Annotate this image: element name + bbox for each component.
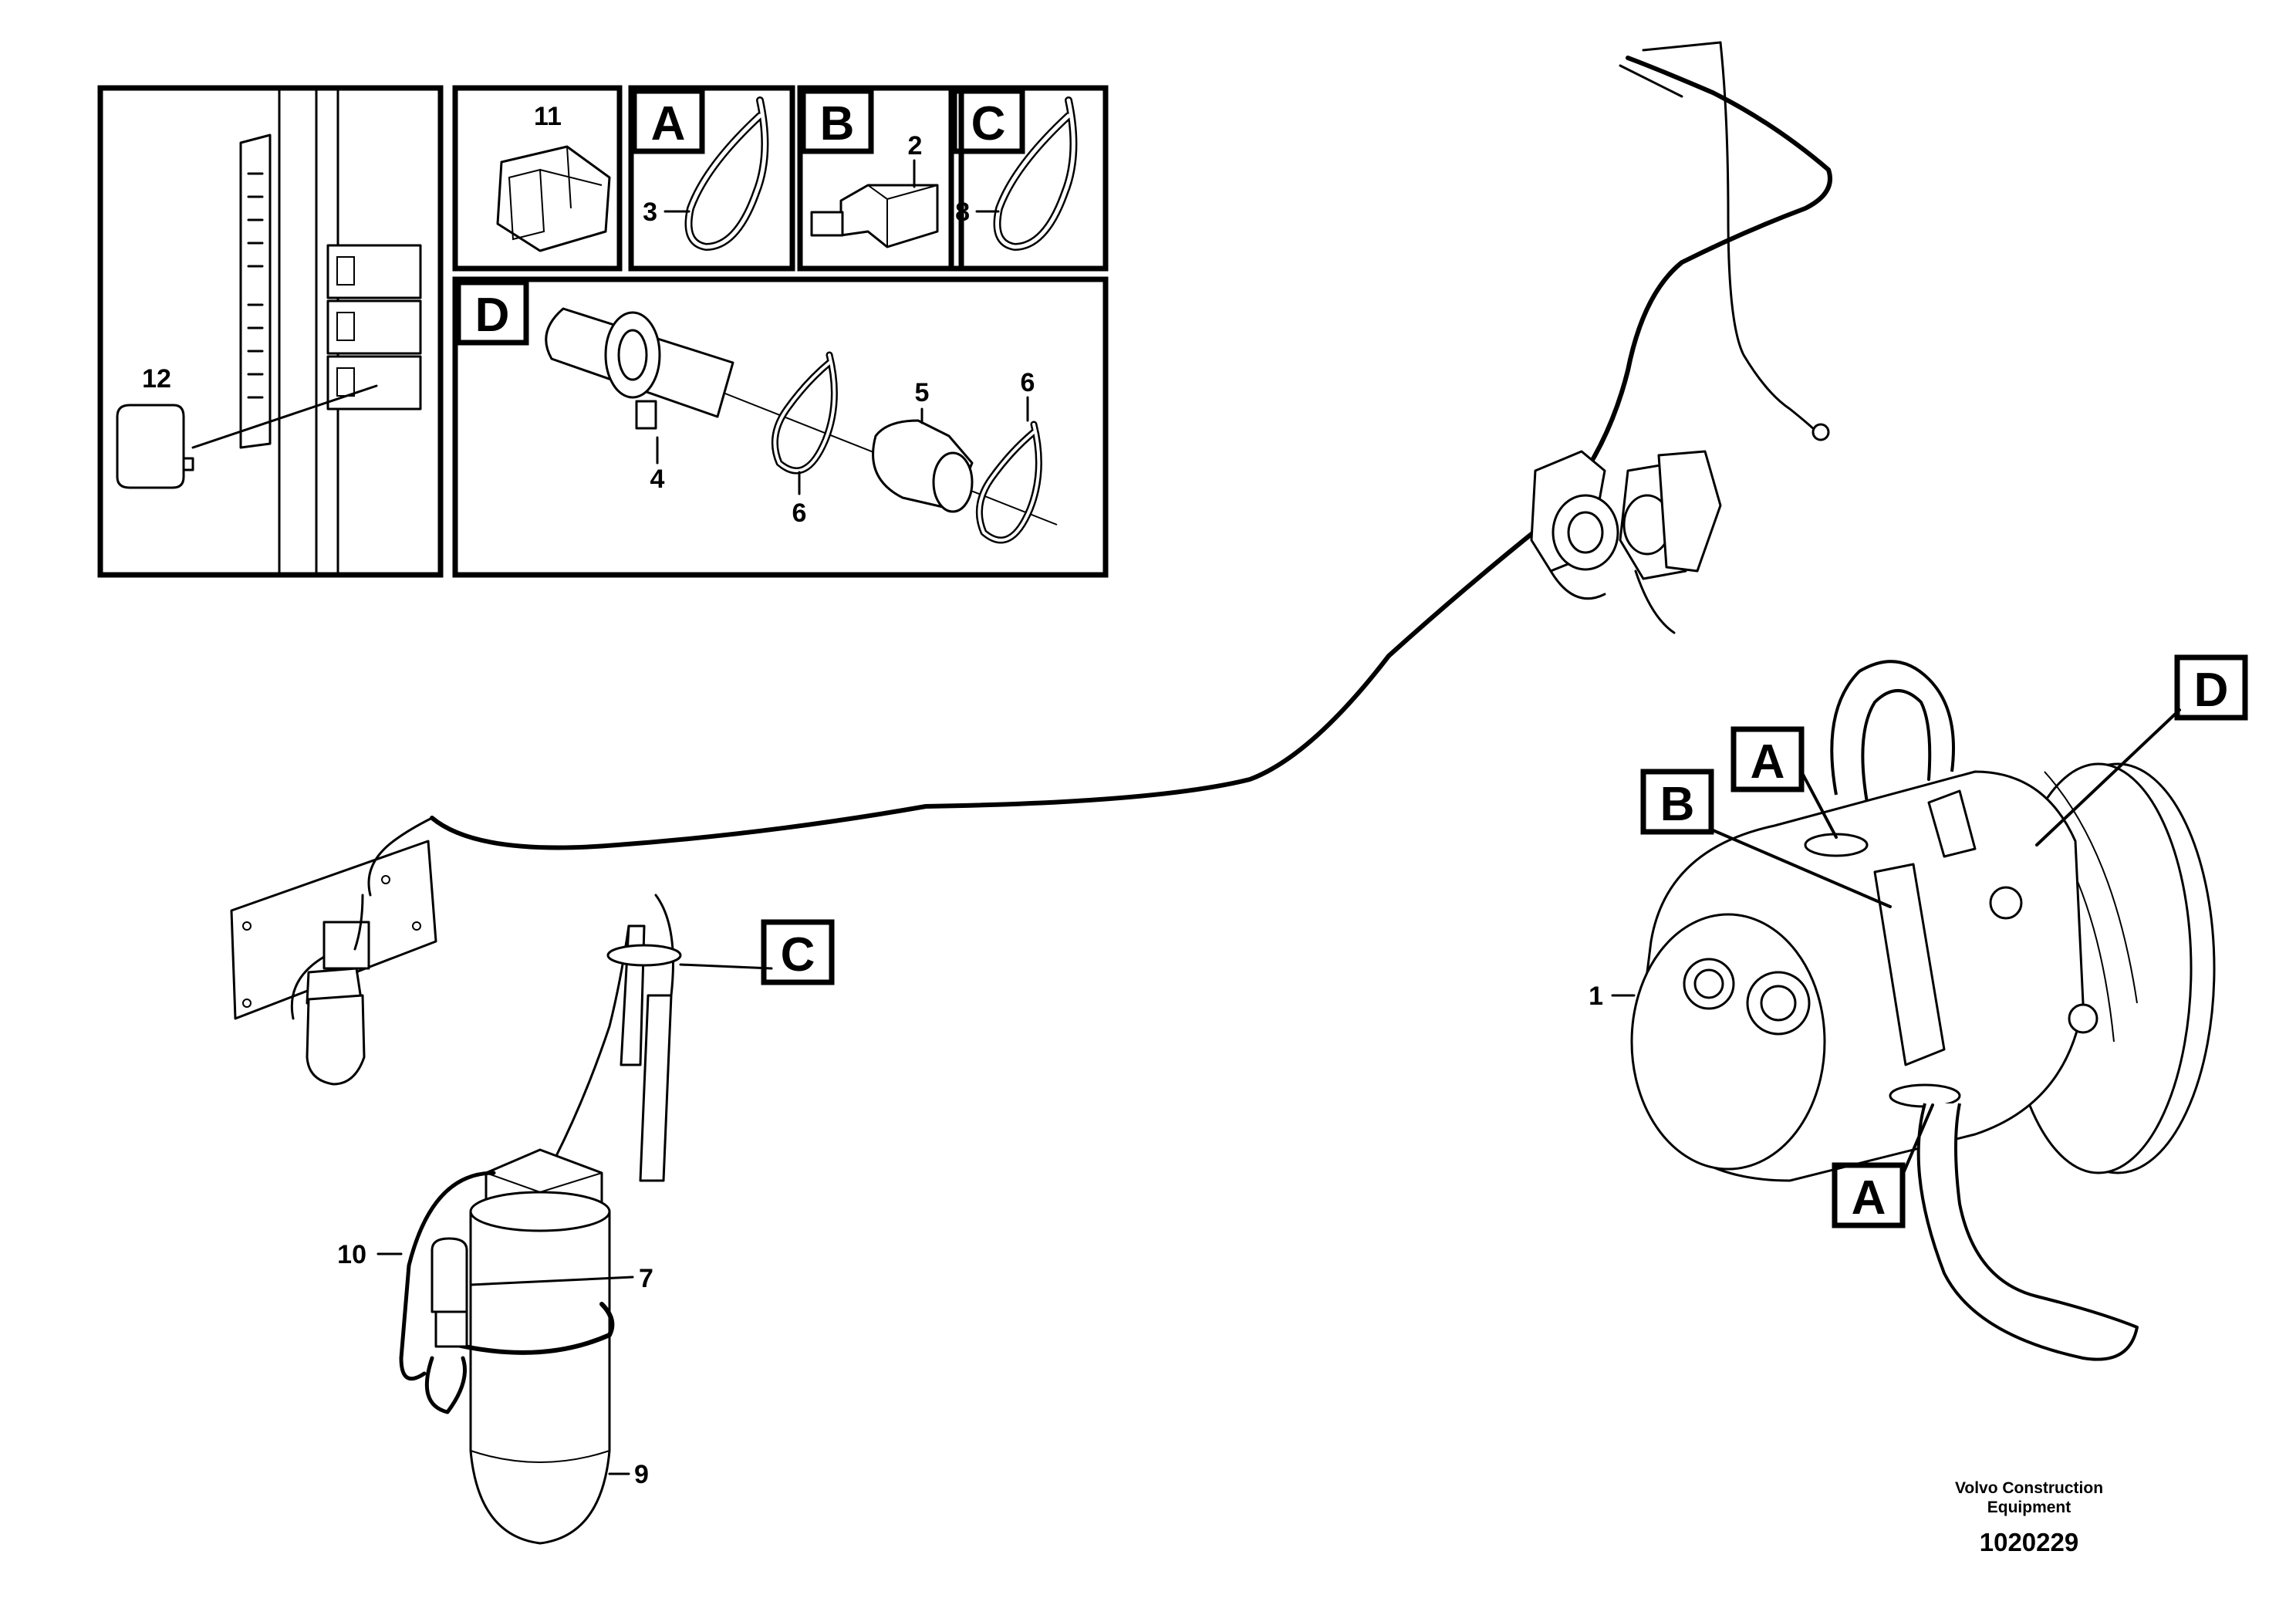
- compressor: 1: [1589, 660, 2216, 1361]
- boot-part-2: [839, 184, 939, 248]
- switch-detail: 11: [452, 85, 623, 272]
- main-label-d: D: [2194, 664, 2229, 717]
- callout-6-left: 6: [792, 498, 807, 528]
- main-label-b-group: B: [1640, 769, 1714, 835]
- callout-2: 2: [908, 131, 923, 161]
- detail-c: C 8: [948, 85, 1109, 272]
- callout-1: 1: [1589, 982, 1603, 1011]
- bracket-assembly: [230, 816, 437, 1086]
- detail-label-c: C: [971, 97, 1006, 150]
- switch-part-11: [496, 145, 611, 252]
- main-label-a-bottom-group: A: [1832, 1162, 1906, 1228]
- drawing-number: 1020229: [1980, 1528, 2078, 1556]
- main-label-b: B: [1660, 778, 1695, 831]
- detail-d: D 4 6 5 6: [452, 276, 1109, 578]
- callout-6-right: 6: [1021, 368, 1035, 397]
- callout-12: 12: [142, 364, 171, 394]
- relay-panel-detail: 12: [97, 85, 444, 578]
- detail-b: B 2: [797, 85, 964, 272]
- callout-4: 4: [650, 465, 665, 494]
- drier-part-9: [469, 1210, 611, 1545]
- callout-9: 9: [634, 1460, 649, 1489]
- main-label-a-top: A: [1751, 735, 1785, 789]
- callout-7: 7: [639, 1264, 653, 1293]
- detail-a: A 3: [628, 85, 795, 272]
- caption-line-2: Equipment: [1987, 1499, 2071, 1516]
- connector-cluster: [1530, 450, 1722, 634]
- callout-8: 8: [955, 198, 970, 227]
- caption-block: Volvo Construction Equipment 1020229: [1955, 1479, 2103, 1556]
- main-label-d-group: D: [2174, 654, 2248, 721]
- receiver-drier: 10 7 9: [337, 894, 773, 1545]
- caption-line-1: Volvo Construction: [1955, 1479, 2103, 1497]
- detail-label-a: A: [651, 97, 686, 150]
- switch-part-7: [430, 1237, 468, 1313]
- main-label-c: C: [781, 928, 815, 982]
- callout-10: 10: [337, 1240, 366, 1269]
- main-label-a-bottom: A: [1852, 1171, 1886, 1225]
- main-label-c-group: C: [761, 919, 835, 985]
- main-label-a-top-group: A: [1730, 726, 1805, 792]
- callout-3: 3: [643, 198, 657, 227]
- wiring-harness: [430, 41, 1832, 850]
- callout-5: 5: [915, 378, 930, 407]
- detail-label-b: B: [820, 97, 855, 150]
- cable-tie-c: [606, 944, 682, 967]
- detail-label-d: D: [475, 289, 510, 342]
- relay-part-12: [116, 404, 185, 489]
- callout-11: 11: [534, 102, 562, 131]
